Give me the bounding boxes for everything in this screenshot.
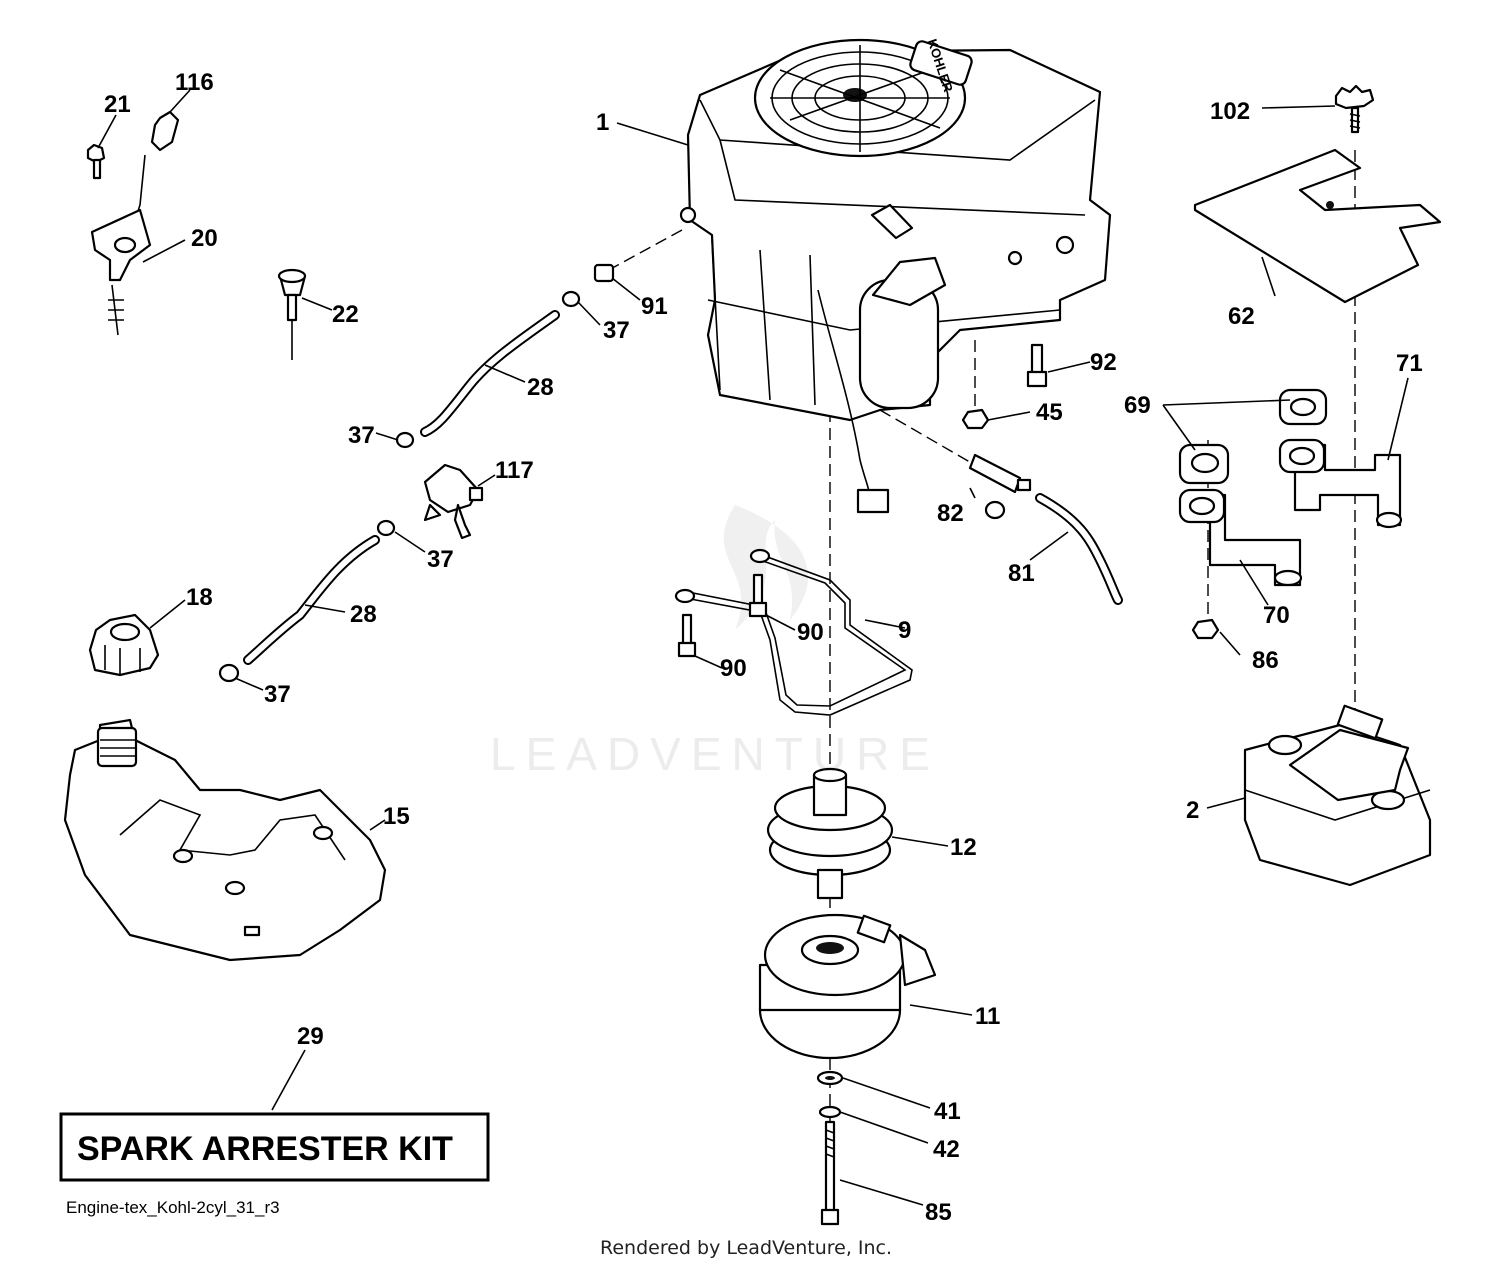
callout-28-lower: 28 xyxy=(350,601,377,628)
fuel-hoses xyxy=(218,263,615,683)
wire-harness xyxy=(817,289,890,514)
fuel-tank xyxy=(63,718,387,962)
callout-45: 45 xyxy=(1036,399,1063,426)
throttle-control xyxy=(86,110,180,336)
callout-9: 9 xyxy=(898,617,911,644)
callout-71: 71 xyxy=(1396,350,1423,377)
callout-116: 116 xyxy=(175,69,214,96)
callout-102: 102 xyxy=(1210,98,1250,125)
exhaust-assembly xyxy=(1178,388,1403,587)
callout-22: 22 xyxy=(332,301,359,328)
heat-shield xyxy=(1193,148,1442,304)
callout-42: 42 xyxy=(933,1136,960,1163)
exhaust-fasteners xyxy=(961,343,1220,640)
callout-81: 81 xyxy=(1008,560,1035,587)
fuel-filter xyxy=(968,453,1032,520)
callout-18: 18 xyxy=(186,584,213,611)
watermark-text: LEADVENTURE xyxy=(490,728,940,780)
fuel-shutoff-valve xyxy=(423,463,484,540)
callout-37-b: 37 xyxy=(348,422,375,449)
callout-11: 11 xyxy=(975,1003,1000,1030)
spark-arrester-kit-box: SPARK ARRESTER KIT xyxy=(59,1112,490,1182)
callout-90-b: 90 xyxy=(720,655,747,682)
callout-37-c: 37 xyxy=(427,546,454,573)
callout-69: 69 xyxy=(1124,392,1151,419)
clutch-fasteners xyxy=(816,1070,844,1226)
callouts: 1 2 9 11 12 15 18 20 21 22 28 28 29 37 3… xyxy=(104,69,1423,1226)
leader-lines xyxy=(97,89,1409,1206)
rendered-by-credit: Rendered by LeadVenture, Inc. xyxy=(600,1237,892,1259)
electric-clutch xyxy=(758,913,937,1060)
callout-15: 15 xyxy=(383,803,410,830)
callout-91: 91 xyxy=(641,293,668,320)
watermark: LEADVENTURE xyxy=(490,505,940,780)
choke-knob xyxy=(277,268,307,360)
callout-2: 2 xyxy=(1186,797,1199,824)
engine: KOHLER xyxy=(679,37,1112,422)
callout-70: 70 xyxy=(1263,602,1290,629)
drawing-code: Engine-tex_Kohl-2cyl_31_r3 xyxy=(66,1198,280,1217)
callout-82: 82 xyxy=(937,500,964,527)
fuel-cap xyxy=(88,613,160,677)
callout-90-a: 90 xyxy=(797,619,824,646)
callout-92: 92 xyxy=(1090,349,1117,376)
callout-21: 21 xyxy=(104,91,131,118)
muffler xyxy=(1243,704,1432,887)
callout-86: 86 xyxy=(1252,647,1279,674)
callout-1: 1 xyxy=(596,109,609,136)
callout-37-d: 37 xyxy=(264,681,291,708)
pulley xyxy=(766,767,894,900)
heat-shield-knob xyxy=(1334,84,1375,134)
callout-29: 29 xyxy=(297,1023,324,1050)
callout-62: 62 xyxy=(1228,303,1255,330)
callout-117: 117 xyxy=(495,457,534,484)
fuel-line-81 xyxy=(1035,493,1123,605)
callout-85: 85 xyxy=(925,1199,952,1226)
callout-12: 12 xyxy=(950,834,977,861)
callout-20: 20 xyxy=(191,225,218,252)
callout-28-upper: 28 xyxy=(527,374,554,401)
wire-bracket xyxy=(674,548,913,716)
callout-37-a: 37 xyxy=(603,317,630,344)
callout-41: 41 xyxy=(934,1098,961,1125)
spark-arrester-kit-label: SPARK ARRESTER KIT xyxy=(77,1130,453,1168)
